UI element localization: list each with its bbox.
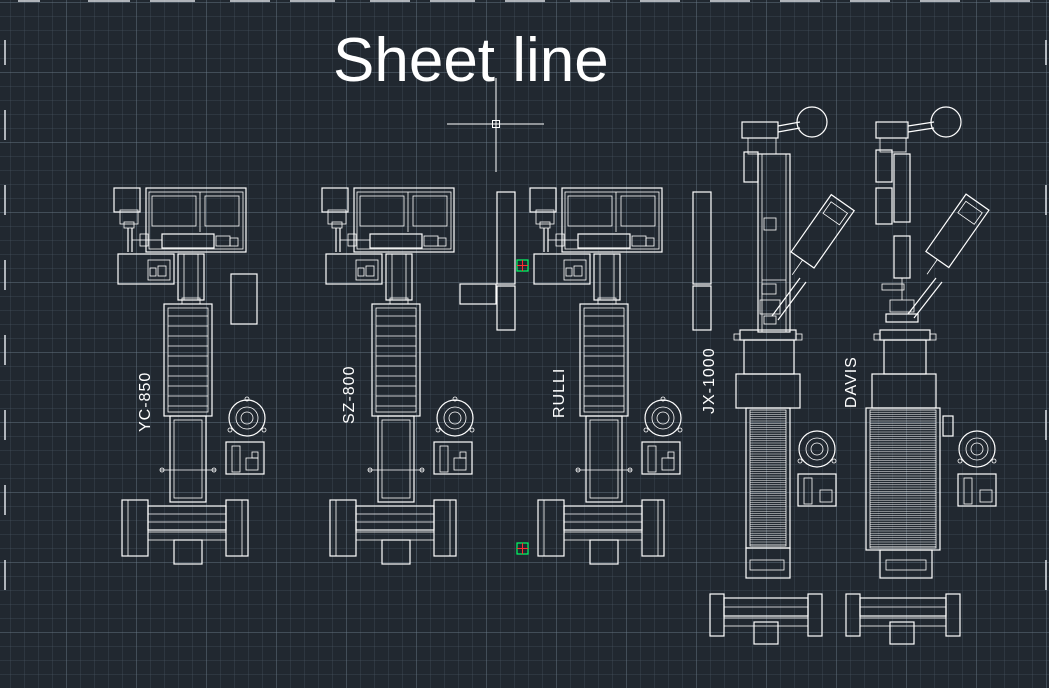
machine-label-jx-1000: JX-1000 — [701, 347, 718, 414]
jx-side-panels — [692, 191, 712, 331]
machine-yc-850[interactable]: YC-850 — [113, 187, 267, 565]
yc-side-panel — [230, 273, 258, 325]
machine-label-yc-850: YC-850 — [137, 372, 154, 432]
crosshair-cursor-icon — [447, 78, 544, 172]
machine-rulli[interactable]: RULLI — [529, 187, 683, 565]
middle-panels — [459, 191, 516, 331]
machine-label-sz-800: SZ-800 — [341, 366, 358, 424]
sheet-border-dashes — [4, 0, 1047, 590]
machine-jx-1000[interactable]: JX-1000 — [701, 106, 856, 645]
machine-label-davis: DAVIS — [843, 356, 860, 408]
snap-marker-icon — [516, 542, 529, 555]
machine-sz-800[interactable]: SZ-800 — [321, 187, 475, 565]
snap-marker-icon — [516, 259, 529, 272]
drawing-title: Sheet line — [333, 26, 609, 95]
machine-label-rulli: RULLI — [551, 368, 568, 418]
machine-davis[interactable]: DAVIS — [843, 106, 997, 645]
